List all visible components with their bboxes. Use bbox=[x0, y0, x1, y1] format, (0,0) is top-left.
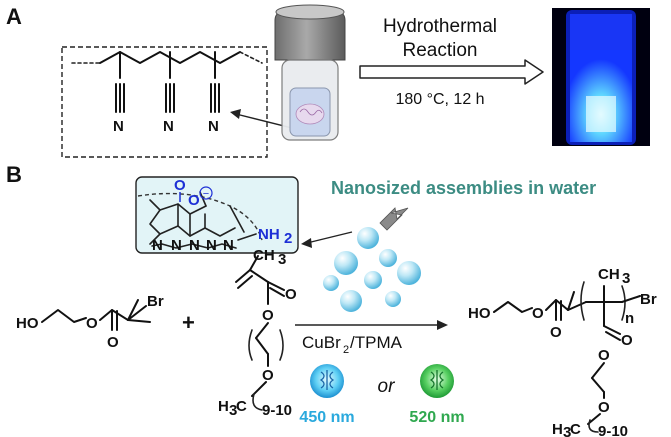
product-polymer-structure: HO O O CH 3 n Br O O O H 3 C 9-10 bbox=[468, 266, 657, 437]
product-carbonyl-o: O bbox=[550, 324, 562, 341]
product-repeat-range: 9-10 bbox=[598, 423, 628, 437]
cyano-group-1: N bbox=[113, 51, 125, 135]
bubble bbox=[357, 227, 379, 249]
wavelength-green: 520 nm bbox=[409, 409, 464, 426]
product-h-sub: 3 bbox=[563, 424, 571, 437]
amine-nh: NH bbox=[258, 226, 280, 243]
reaction-label: Reaction bbox=[403, 40, 478, 61]
panel-b-label: B bbox=[6, 162, 22, 187]
bubble bbox=[364, 271, 382, 289]
catalyst-ligand: /TPMA bbox=[350, 333, 403, 352]
reaction-conditions: 180 °C, 12 h bbox=[395, 91, 484, 108]
assembly-to-structure-arrow bbox=[301, 231, 353, 248]
carbon-dot-structure: N N N N N O O − NH 2 bbox=[135, 176, 299, 254]
wavelength-blue: 450 nm bbox=[299, 409, 354, 426]
catalyst-label: CuBr 2 /TPMA bbox=[302, 333, 403, 356]
bubble bbox=[334, 251, 358, 275]
dashed-box bbox=[61, 46, 268, 158]
carboxylate-o-1: O bbox=[174, 177, 186, 194]
ring-n-3: N bbox=[189, 237, 200, 254]
monomer-structure: CH 3 O O O H 3 C 9-10 bbox=[218, 247, 297, 419]
carboxylate-o-2: O bbox=[188, 192, 200, 209]
pointer-arrow-icon bbox=[379, 207, 409, 231]
monomer-h-sub: 3 bbox=[229, 402, 237, 419]
ring-n-4: N bbox=[206, 237, 217, 254]
monomer-ester-o: O bbox=[262, 307, 274, 324]
nanoassembly-bubbles bbox=[323, 227, 421, 312]
product-ch-sub: 3 bbox=[622, 270, 630, 287]
polyacrylonitrile-structure: N N N bbox=[61, 46, 268, 158]
catalyst-cubr: CuBr bbox=[302, 333, 341, 352]
product-ether-o: O bbox=[598, 399, 610, 416]
bubble bbox=[379, 249, 397, 267]
assemblies-caption: Nanosized assemblies in water bbox=[331, 178, 596, 198]
hydrothermal-label: Hydrothermal bbox=[383, 16, 497, 37]
monomer-ether-o: O bbox=[262, 367, 274, 384]
fluorescent-vial-photo bbox=[552, 8, 650, 146]
bubble bbox=[323, 275, 339, 291]
amine-subscript: 2 bbox=[284, 230, 292, 247]
negative-charge-circle bbox=[199, 186, 213, 200]
polymerization-arrow bbox=[295, 320, 448, 330]
cyano-group-3: N bbox=[208, 51, 220, 135]
bubble bbox=[340, 290, 362, 312]
monomer-repeat-range: 9-10 bbox=[262, 402, 292, 419]
monomer-ch: CH bbox=[253, 247, 275, 264]
monomer-ch-sub: 3 bbox=[278, 251, 286, 268]
product-side-ester-o: O bbox=[598, 347, 610, 364]
reaction-arrow-a bbox=[359, 59, 544, 85]
product-h: H bbox=[552, 421, 563, 437]
product-ho: HO bbox=[468, 305, 491, 322]
product-repeat-n: n bbox=[625, 310, 634, 327]
bubble bbox=[397, 261, 421, 285]
green-lightbulb-icon bbox=[420, 364, 454, 398]
autoclave-reactor-icon bbox=[274, 4, 346, 141]
panel-a-label: A bbox=[6, 4, 22, 29]
initiator-ho: HO bbox=[16, 315, 39, 332]
cyano-group-2: N bbox=[163, 51, 175, 135]
ring-n-1: N bbox=[152, 237, 163, 254]
monomer-carbonyl-o: O bbox=[285, 286, 297, 303]
ring-n-5: N bbox=[223, 237, 234, 254]
nitrile-n-1: N bbox=[113, 118, 124, 135]
monomer-c: C bbox=[236, 398, 247, 415]
or-text: or bbox=[378, 376, 396, 397]
plus-sign: + bbox=[182, 310, 195, 335]
initiator-br: Br bbox=[147, 293, 164, 310]
product-ester-o: O bbox=[532, 305, 544, 322]
monomer-h: H bbox=[218, 398, 229, 415]
ring-n-2: N bbox=[171, 237, 182, 254]
product-br: Br bbox=[640, 291, 657, 308]
product-side-carbonyl-o: O bbox=[621, 332, 633, 349]
nitrile-n-2: N bbox=[163, 118, 174, 135]
initiator-carbonyl-o: O bbox=[107, 334, 119, 351]
catalyst-sub: 2 bbox=[343, 344, 349, 356]
initiator-ester-o: O bbox=[86, 315, 98, 332]
nitrile-n-3: N bbox=[208, 118, 219, 135]
bubble bbox=[385, 291, 401, 307]
product-ch: CH bbox=[598, 266, 620, 283]
initiator-structure: HO O O Br bbox=[16, 293, 164, 351]
product-c: C bbox=[570, 421, 581, 437]
blue-lightbulb-icon bbox=[310, 364, 344, 398]
negative-charge: − bbox=[203, 188, 209, 200]
